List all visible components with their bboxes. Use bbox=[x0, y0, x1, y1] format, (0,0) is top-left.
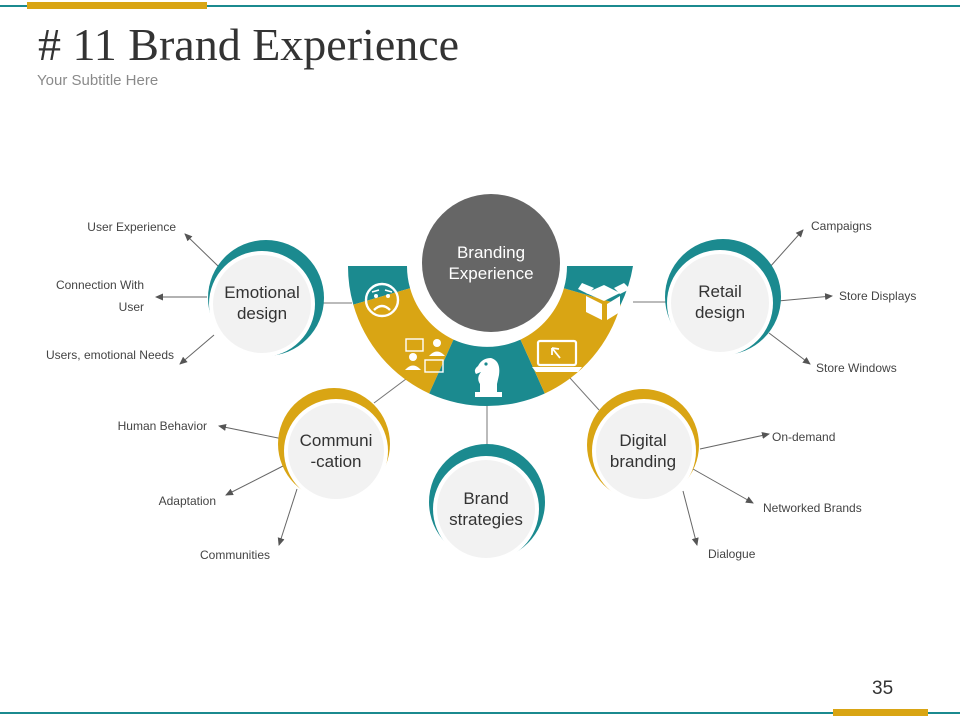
node-communication-line1: Communi bbox=[300, 431, 373, 450]
label-users-emotional-needs: Users, emotional Needs bbox=[46, 348, 174, 362]
label-networked-brands: Networked Brands bbox=[763, 501, 862, 515]
node-retail-line1: Retail bbox=[698, 282, 741, 301]
bottom-accent-bar bbox=[833, 709, 928, 716]
node-strategies-line1: Brand bbox=[463, 489, 508, 508]
node-strategies-line2: strategies bbox=[449, 510, 523, 529]
node-retail-line2: design bbox=[695, 303, 745, 322]
meeting-icon bbox=[405, 338, 445, 373]
slide-title: # 11 Brand Experience bbox=[38, 19, 460, 70]
label-store-windows: Store Windows bbox=[816, 361, 897, 375]
node-emotional-line1: Emotional bbox=[224, 283, 300, 302]
bottom-rule bbox=[0, 712, 960, 714]
label-campaigns: Campaigns bbox=[811, 219, 872, 233]
node-digital-line2: branding bbox=[610, 452, 676, 471]
node-retail-design: Retail design bbox=[665, 239, 781, 356]
label-adaptation: Adaptation bbox=[159, 494, 216, 508]
label-user-experience: User Experience bbox=[87, 220, 176, 234]
label-on-demand: On-demand bbox=[772, 430, 835, 444]
sad-face-icon bbox=[364, 282, 400, 318]
top-accent-bar bbox=[27, 2, 207, 9]
node-emotional-line2: design bbox=[237, 304, 287, 323]
page-number: 35 bbox=[872, 678, 894, 699]
hub-label-line2: Experience bbox=[448, 264, 533, 283]
label-store-displays: Store Displays bbox=[839, 289, 916, 303]
label-arrows bbox=[155, 229, 833, 546]
node-brand-strategies: Brand strategies bbox=[429, 444, 545, 562]
label-connection-line2: User bbox=[119, 300, 144, 314]
label-communities: Communities bbox=[200, 548, 270, 562]
node-communication: Communi -cation bbox=[278, 388, 390, 503]
slide-subtitle: Your Subtitle Here bbox=[37, 72, 159, 89]
hub-circle bbox=[422, 194, 560, 332]
hub-label-line1: Branding bbox=[457, 243, 525, 262]
box-icon bbox=[578, 283, 630, 320]
chess-knight-icon bbox=[474, 358, 502, 397]
node-emotional-design: Emotional design bbox=[208, 240, 324, 357]
label-dialogue: Dialogue bbox=[708, 547, 756, 561]
laptop-icon bbox=[532, 339, 582, 372]
node-communication-line2: -cation bbox=[310, 452, 361, 471]
label-human-behavior: Human Behavior bbox=[118, 419, 207, 433]
node-digital-line1: Digital bbox=[619, 431, 666, 450]
top-rule bbox=[0, 5, 960, 7]
label-connection-line1: Connection With bbox=[56, 278, 144, 292]
node-digital-branding: Digital branding bbox=[587, 389, 699, 503]
